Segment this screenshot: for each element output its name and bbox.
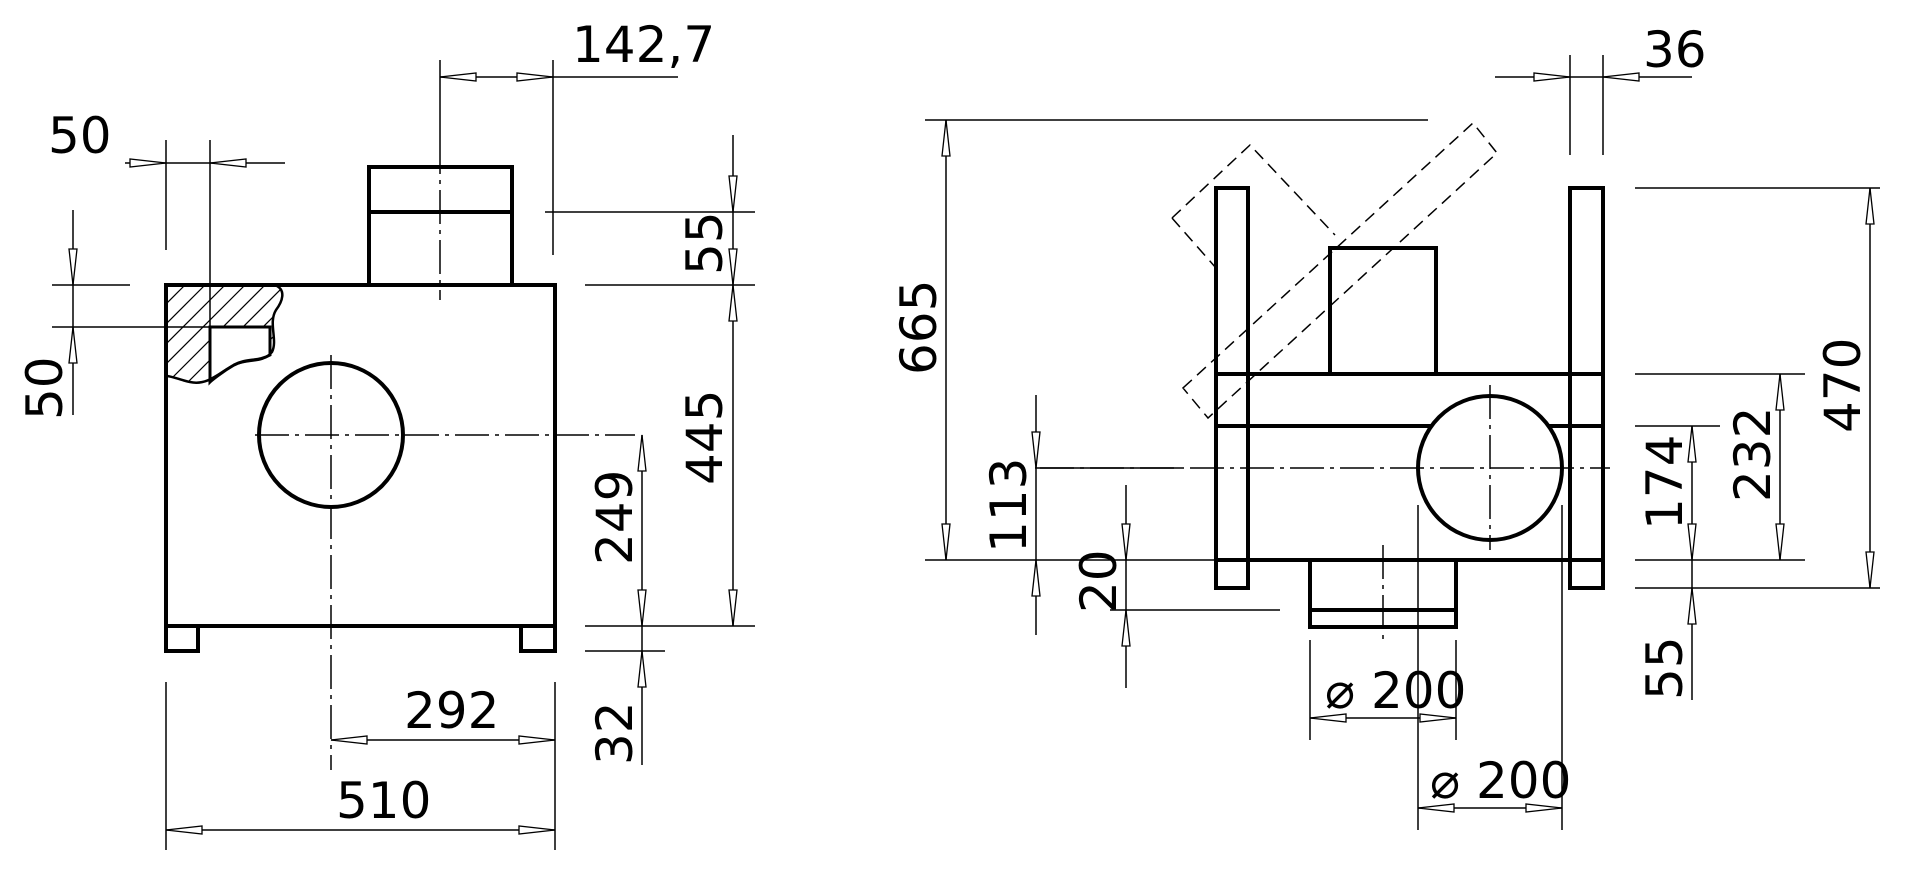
dim-174: 174 bbox=[1636, 435, 1694, 530]
left-foot-right bbox=[519, 624, 557, 653]
arrow-142-7-a bbox=[439, 72, 477, 82]
right-top-block bbox=[1328, 246, 1438, 376]
dim-470: 470 bbox=[1814, 338, 1872, 433]
arrow-292-b bbox=[518, 735, 556, 745]
dim-36: 36 bbox=[1643, 21, 1707, 79]
arrow-50y-a bbox=[68, 248, 78, 286]
arrow-445-a bbox=[728, 284, 738, 322]
left-view: 142,7 50 50 55 445 249 32 292 510 bbox=[16, 16, 755, 850]
arrow-55-left-b bbox=[728, 248, 738, 286]
dim-142-7: 142,7 bbox=[572, 16, 715, 74]
dim-445: 445 bbox=[676, 390, 734, 485]
dim-232: 232 bbox=[1724, 407, 1782, 502]
arrow-dia-outlet-a bbox=[1309, 713, 1347, 723]
arrow-20-a bbox=[1121, 523, 1131, 561]
right-hidden-pipe-b bbox=[1171, 143, 1336, 236]
left-break-line bbox=[165, 283, 284, 384]
arrow-470-a bbox=[1865, 187, 1875, 225]
arrow-dia-outlet-b bbox=[1419, 713, 1457, 723]
arrow-174-a bbox=[1687, 425, 1697, 463]
right-hidden-pipe-a bbox=[1181, 121, 1499, 420]
right-right-post bbox=[1568, 186, 1605, 590]
arrow-510-b bbox=[518, 825, 556, 835]
dim-292: 292 bbox=[404, 682, 499, 740]
left-foot-left bbox=[164, 624, 200, 653]
dim-50-y: 50 bbox=[16, 356, 74, 420]
right-hidden-pipe-c bbox=[1171, 217, 1217, 269]
dim-20: 20 bbox=[1070, 549, 1128, 613]
arrow-445-b bbox=[728, 589, 738, 627]
arrow-50y-b bbox=[68, 326, 78, 364]
arrow-dia-hole-a bbox=[1417, 803, 1455, 813]
dim-55-left: 55 bbox=[676, 211, 734, 275]
arrow-665-a bbox=[941, 119, 951, 157]
arrow-142-7-b bbox=[516, 72, 554, 82]
arrow-249-a bbox=[637, 434, 647, 472]
arrow-dia-hole-b bbox=[1525, 803, 1563, 813]
arrow-292-a bbox=[330, 735, 368, 745]
arrow-36-b bbox=[1602, 72, 1640, 82]
dim-113: 113 bbox=[980, 458, 1038, 553]
right-left-post bbox=[1214, 186, 1250, 590]
arrow-249-b bbox=[637, 589, 647, 627]
arrow-174-b bbox=[1687, 523, 1697, 561]
dim-50-x: 50 bbox=[48, 107, 112, 165]
arrow-232-a bbox=[1775, 373, 1785, 411]
dim-249: 249 bbox=[586, 470, 644, 565]
right-view: 665 113 20 36 470 232 174 55 ⌀ 200 ⌀ 200 bbox=[890, 21, 1880, 830]
arrow-470-b bbox=[1865, 551, 1875, 589]
arrow-55-right bbox=[1687, 587, 1697, 625]
arrow-55-left-a bbox=[728, 175, 738, 213]
arrow-510-a bbox=[165, 825, 203, 835]
arrow-50x-a bbox=[129, 158, 167, 168]
dim-dia-hole: ⌀ 200 bbox=[1430, 752, 1571, 810]
arrow-113-a bbox=[1031, 431, 1041, 469]
left-body bbox=[164, 283, 557, 628]
arrow-113-b bbox=[1031, 559, 1041, 597]
arrow-32 bbox=[637, 650, 647, 688]
dim-665: 665 bbox=[890, 280, 948, 375]
arrow-20-b bbox=[1121, 609, 1131, 647]
arrow-232-b bbox=[1775, 523, 1785, 561]
arrow-36-a bbox=[1533, 72, 1571, 82]
arrow-50x-b bbox=[209, 158, 247, 168]
arrow-665-b bbox=[941, 523, 951, 561]
dim-32: 32 bbox=[586, 701, 644, 765]
dim-55-right: 55 bbox=[1636, 636, 1694, 700]
dim-510: 510 bbox=[336, 772, 431, 830]
dim-dia-outlet: ⌀ 200 bbox=[1325, 662, 1466, 720]
